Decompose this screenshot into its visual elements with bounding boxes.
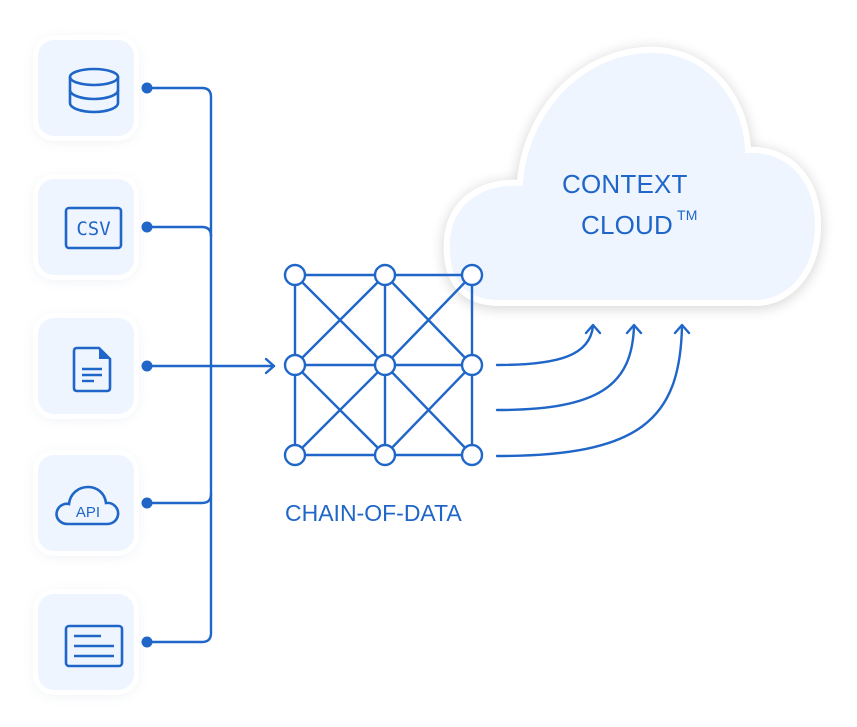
cloud-title-text: CLOUD <box>581 210 674 240</box>
source-document[interactable] <box>38 318 134 414</box>
chain-of-data-label: CHAIN-OF-DATA <box>285 500 462 526</box>
source-csv[interactable]: CSV <box>38 179 134 275</box>
svg-text:API: API <box>76 504 100 521</box>
grid-node <box>373 353 397 377</box>
grid-node <box>283 353 307 377</box>
source-text[interactable] <box>38 594 134 690</box>
context-cloud-shape <box>443 46 822 306</box>
grid-node <box>283 263 307 287</box>
grid-node <box>373 263 397 287</box>
api-cloud-icon: API <box>55 485 120 526</box>
grid-nodes <box>283 263 484 467</box>
source-connectors <box>145 86 276 644</box>
grid-node <box>283 443 307 467</box>
document-icon <box>72 346 112 393</box>
output-arrow-1 <box>495 324 595 367</box>
grid-node <box>460 443 484 467</box>
source-dots <box>141 82 153 648</box>
grid-node <box>460 263 484 287</box>
cloud-title-line1: CONTEXT <box>562 169 688 199</box>
grid-node <box>460 353 484 377</box>
output-arrow-2 <box>495 324 636 412</box>
csv-file-icon: CSV <box>64 206 123 250</box>
trademark-mark: TM <box>677 207 698 223</box>
database-icon <box>68 67 120 114</box>
output-arrows <box>495 323 691 458</box>
svg-text:CSV: CSV <box>76 218 110 240</box>
grid-node <box>373 443 397 467</box>
source-database[interactable] <box>38 40 134 136</box>
text-block-icon <box>64 624 124 668</box>
source-api[interactable]: API <box>38 455 134 551</box>
output-arrow-3 <box>495 324 684 458</box>
